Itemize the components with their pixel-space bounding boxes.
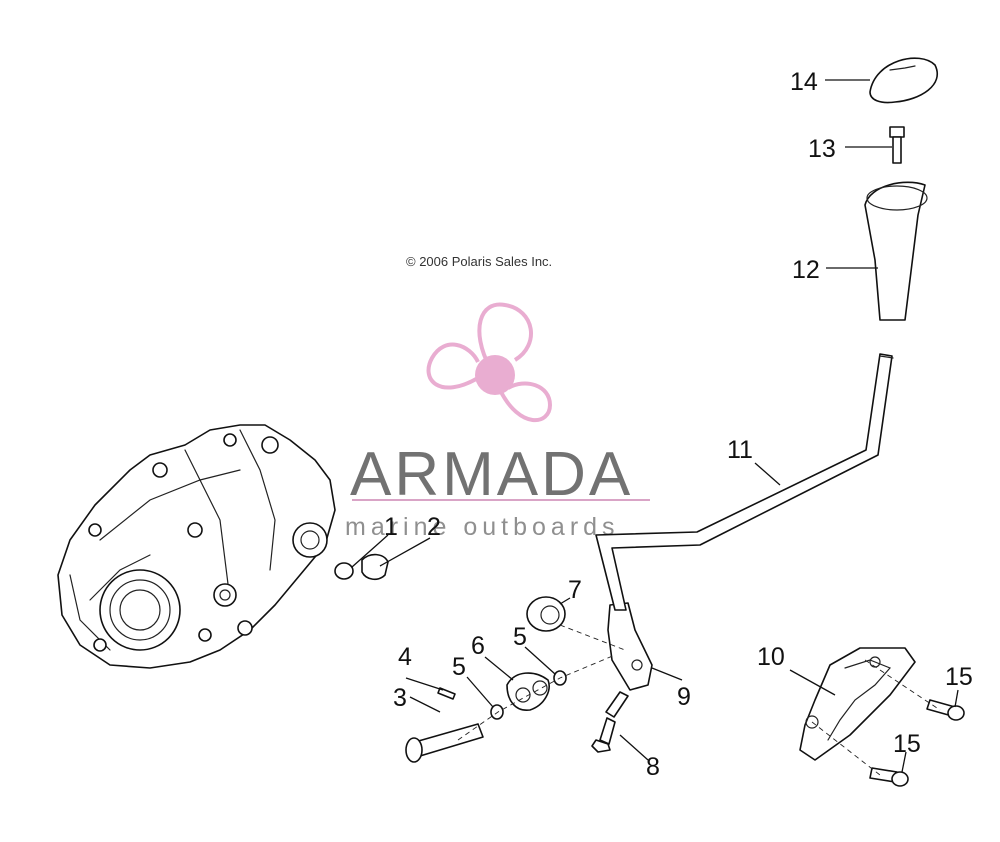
callout-10: 10 bbox=[757, 643, 785, 671]
assembly-lines bbox=[457, 624, 941, 776]
part-2-plug bbox=[361, 553, 389, 581]
callout-6: 6 bbox=[471, 632, 485, 660]
callout-11: 11 bbox=[727, 436, 753, 464]
propeller-icon bbox=[426, 302, 553, 422]
watermark-name: ARMADA bbox=[350, 440, 633, 509]
callout-3: 3 bbox=[393, 684, 407, 712]
callout-2: 2 bbox=[427, 513, 441, 541]
callout-5-lower: 5 bbox=[452, 653, 466, 681]
callout-15-upper: 15 bbox=[945, 663, 973, 691]
part-10-bracket bbox=[799, 647, 916, 761]
transmission-housing bbox=[57, 424, 336, 669]
callout-1: 1 bbox=[384, 513, 398, 541]
watermark-tagline: marine outboards bbox=[345, 513, 620, 541]
part-6-spring bbox=[506, 672, 550, 711]
leader-lines bbox=[351, 79, 959, 773]
callout-14: 14 bbox=[790, 68, 818, 96]
part-9-shift-arm bbox=[607, 602, 653, 691]
callout-8: 8 bbox=[646, 753, 660, 781]
callout-15-lower: 15 bbox=[893, 730, 921, 758]
propeller-hub-icon bbox=[475, 355, 515, 395]
part-11-shift-rod bbox=[595, 353, 894, 611]
callout-12: 12 bbox=[792, 256, 820, 284]
part-13-bolt bbox=[889, 126, 905, 164]
part-1-seal bbox=[334, 562, 354, 580]
part-14-cap bbox=[869, 57, 938, 104]
part-4-cotter-pin bbox=[437, 687, 456, 700]
part-3-pin bbox=[405, 723, 484, 763]
callout-13: 13 bbox=[808, 135, 836, 163]
part-7-bushing bbox=[526, 596, 566, 632]
callout-5-upper: 5 bbox=[513, 623, 527, 651]
callout-7: 7 bbox=[568, 576, 582, 604]
watermark-logo: ARMADA marine outboards bbox=[345, 302, 650, 541]
callout-9: 9 bbox=[677, 683, 691, 711]
part-15-bolt-b bbox=[869, 767, 909, 787]
part-15-bolt-a bbox=[926, 699, 965, 721]
part-8-bolt bbox=[591, 691, 629, 753]
callout-4: 4 bbox=[398, 643, 412, 671]
part-5-washer-a bbox=[490, 704, 504, 720]
copyright-notice: © 2006 Polaris Sales Inc. bbox=[406, 254, 552, 269]
part-12-knob-sleeve bbox=[864, 181, 928, 321]
